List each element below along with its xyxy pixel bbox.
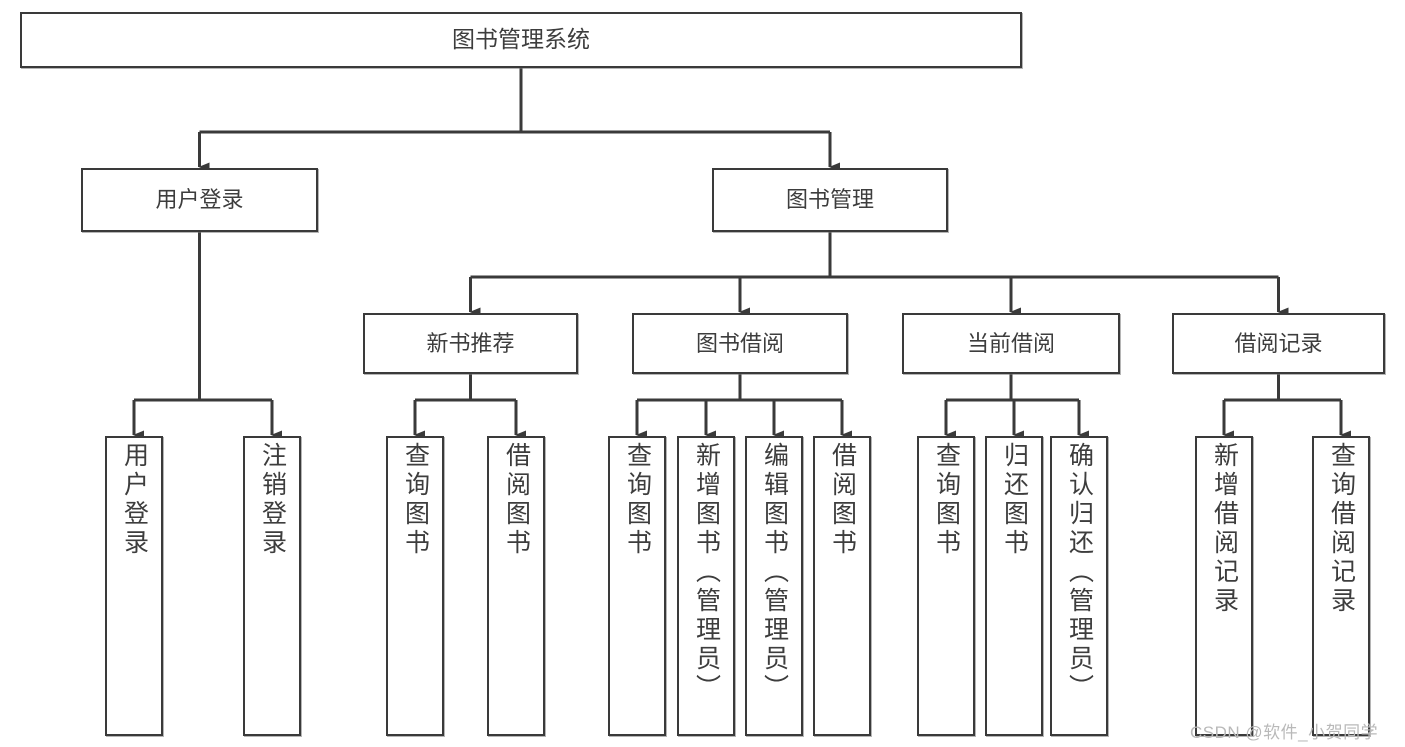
node-leaf-edit-book: 编辑图书（管理员） xyxy=(745,436,803,736)
node-label-book-borrow: 图书借阅 xyxy=(695,330,784,356)
node-leaf-query-book-rec: 查询图书 xyxy=(386,436,444,736)
node-leaf-query-book-borrow: 查询图书 xyxy=(608,436,666,736)
node-borrow-record: 借阅记录 xyxy=(1172,313,1385,374)
node-label-leaf-edit-book: 编辑图书（管理员） xyxy=(760,442,789,703)
watermark-text: CSDN @软件_小贺同学 xyxy=(1190,723,1379,742)
node-user-login: 用户登录 xyxy=(81,168,318,232)
node-label-user-login: 用户登录 xyxy=(155,187,244,213)
node-label-leaf-return-book: 归还图书 xyxy=(1000,442,1029,558)
node-label-leaf-query-book-rec: 查询图书 xyxy=(401,442,430,558)
connector-lines xyxy=(132,68,1351,440)
node-leaf-borrow-book: 借阅图书 xyxy=(813,436,871,736)
node-label-leaf-logout-login: 注销登录 xyxy=(258,442,287,558)
node-new-book-recommend: 新书推荐 xyxy=(363,313,578,374)
node-leaf-borrow-book-rec: 借阅图书 xyxy=(487,436,545,736)
node-leaf-return-book: 归还图书 xyxy=(985,436,1043,736)
node-label-leaf-query-borrow-record: 查询借阅记录 xyxy=(1327,442,1356,616)
node-root: 图书管理系统 xyxy=(20,12,1022,68)
node-leaf-query-borrow-record: 查询借阅记录 xyxy=(1312,436,1370,736)
node-label-leaf-query-book-borrow: 查询图书 xyxy=(623,442,652,558)
node-leaf-confirm-return: 确认归还（管理员） xyxy=(1050,436,1108,736)
node-label-current-borrow: 当前借阅 xyxy=(966,330,1055,356)
node-label-root: 图书管理系统 xyxy=(452,26,590,53)
node-label-leaf-add-borrow-record: 新增借阅记录 xyxy=(1210,442,1239,616)
node-book-manage: 图书管理 xyxy=(712,168,948,232)
node-leaf-add-borrow-record: 新增借阅记录 xyxy=(1195,436,1253,736)
node-label-leaf-confirm-return: 确认归还（管理员） xyxy=(1065,442,1094,703)
node-label-leaf-user-login: 用户登录 xyxy=(120,442,149,558)
node-current-borrow: 当前借阅 xyxy=(902,313,1120,374)
node-label-borrow-record: 借阅记录 xyxy=(1234,330,1323,356)
node-label-leaf-query-book-cur: 查询图书 xyxy=(932,442,961,558)
node-leaf-user-login: 用户登录 xyxy=(105,436,163,736)
node-leaf-query-book-cur: 查询图书 xyxy=(917,436,975,736)
node-leaf-add-book: 新增图书（管理员） xyxy=(677,436,735,736)
node-label-leaf-add-book: 新增图书（管理员） xyxy=(692,442,721,703)
node-leaf-logout-login: 注销登录 xyxy=(243,436,301,736)
node-book-borrow: 图书借阅 xyxy=(632,313,848,374)
node-label-new-book-recommend: 新书推荐 xyxy=(426,330,515,356)
node-label-leaf-borrow-book: 借阅图书 xyxy=(828,442,857,558)
node-label-leaf-borrow-book-rec: 借阅图书 xyxy=(502,442,531,558)
node-label-book-manage: 图书管理 xyxy=(785,187,874,213)
